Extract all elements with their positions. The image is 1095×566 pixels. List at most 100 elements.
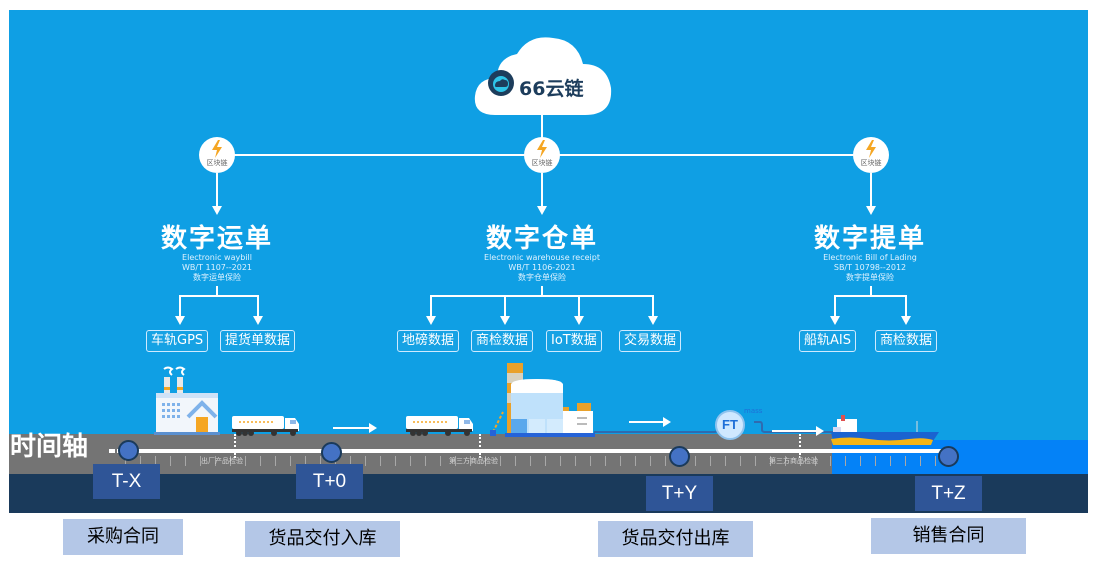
waybill-insurance: 数字运单保险 xyxy=(193,273,241,282)
ruler-tick xyxy=(395,456,396,466)
arrow-down-icon xyxy=(648,316,658,325)
timeline-line xyxy=(117,449,952,453)
connector-line xyxy=(652,295,654,317)
ruler-tick xyxy=(560,456,561,466)
ruler-tick xyxy=(740,456,741,466)
warehouse-receipt-insurance: 数字仓单保险 xyxy=(518,273,566,282)
ruler-tick xyxy=(575,456,576,466)
ruler-tick xyxy=(665,456,666,466)
bill-of-lading-subtitle: Electronic Bill of Lading xyxy=(823,253,917,262)
arrow-right-icon xyxy=(629,417,671,427)
inspection-label: 第三方商品检验 xyxy=(769,457,818,465)
data-tag: 地磅数据 xyxy=(397,330,460,352)
connector-line xyxy=(216,173,218,208)
time-point-label: T+0 xyxy=(296,464,363,499)
connector-line xyxy=(179,295,259,297)
data-tag: 商检数据 xyxy=(875,330,938,352)
ruler-tick xyxy=(920,456,921,466)
contract-label: 采购合同 xyxy=(63,519,183,555)
connector-line xyxy=(870,286,872,295)
connector-line xyxy=(430,295,432,317)
arrow-right-icon xyxy=(333,423,377,433)
ruler-tick xyxy=(725,456,726,466)
ruler-tick xyxy=(350,456,351,466)
arrow-down-icon xyxy=(830,316,840,325)
ruler-tick xyxy=(125,456,126,466)
arrow-down-icon xyxy=(253,316,263,325)
timeline-start xyxy=(109,449,115,453)
ruler-tick xyxy=(875,456,876,466)
ruler-tick xyxy=(620,456,621,466)
ruler-tick xyxy=(290,456,291,466)
inspection-marker xyxy=(799,434,801,458)
data-tag: 车轨GPS xyxy=(146,330,209,352)
waybill-subtitle: Electronic waybill xyxy=(182,253,252,262)
ruler-tick xyxy=(440,456,441,466)
ruler-tick xyxy=(860,456,861,466)
ruler-tick xyxy=(845,456,846,466)
lightning-bolt-icon xyxy=(866,140,876,158)
ruler-tick xyxy=(770,456,771,466)
ruler-tick xyxy=(455,456,456,466)
barrier-gate-icon xyxy=(490,411,504,436)
connector-line xyxy=(257,295,259,317)
ruler-tick xyxy=(545,456,546,466)
timeline-point[interactable] xyxy=(321,442,342,463)
ruler-tick xyxy=(410,456,411,466)
ruler-tick xyxy=(530,456,531,466)
connector-line xyxy=(870,173,872,208)
ruler-tick xyxy=(785,456,786,466)
waybill-title: 数字运单 xyxy=(160,224,273,254)
ruler-tick xyxy=(695,456,696,466)
timeline-point[interactable] xyxy=(938,446,959,467)
ruler-tick xyxy=(380,456,381,466)
ruler-tick xyxy=(815,456,816,466)
ruler-tick xyxy=(500,456,501,466)
timeline-point[interactable] xyxy=(669,446,690,467)
connector-line xyxy=(216,286,218,295)
blockchain-node: 区块链 xyxy=(199,137,235,173)
supply-chain-diagram: 66云链 区块链 区块链 区块链 数字运单 Electronic waybill… xyxy=(9,10,1088,513)
blockchain-label: 区块链 xyxy=(860,159,882,167)
ruler-tick xyxy=(650,456,651,466)
inspection-label: 出厂产品检验 xyxy=(201,457,243,465)
ruler-tick xyxy=(170,456,171,466)
ruler-tick xyxy=(590,456,591,466)
arrow-down-icon xyxy=(537,206,547,215)
ruler-tick xyxy=(245,456,246,466)
data-tag: 提货单数据 xyxy=(220,330,296,352)
flowmeter-caption: mass xyxy=(744,407,763,415)
tanker-truck-icon xyxy=(406,416,473,436)
inspection-marker xyxy=(479,434,481,458)
ruler-tick xyxy=(140,456,141,466)
ruler-tick xyxy=(935,456,936,466)
timeline-point[interactable] xyxy=(118,440,139,461)
ruler-tick xyxy=(905,456,906,466)
ruler-tick xyxy=(305,456,306,466)
arrow-down-icon xyxy=(574,316,584,325)
ruler-tick xyxy=(830,456,831,466)
arrow-down-icon xyxy=(500,316,510,325)
time-point-label: T-X xyxy=(93,464,160,499)
inspection-label: 第三方商品检验 xyxy=(449,457,498,465)
connector-line xyxy=(834,295,907,297)
data-tag: 船轨AIS xyxy=(799,330,856,352)
ruler-tick xyxy=(470,456,471,466)
ruler-tick xyxy=(800,456,801,466)
ruler-tick xyxy=(605,456,606,466)
flowmeter-icon: FT xyxy=(715,410,745,440)
connector-line xyxy=(834,295,836,317)
connector-line xyxy=(541,113,543,138)
arrow-down-icon xyxy=(901,316,911,325)
connector-line xyxy=(504,295,506,317)
blockchain-node: 区块链 xyxy=(524,137,560,173)
waybill-standard: WB/T 1107--2021 xyxy=(181,263,252,272)
ruler-tick xyxy=(710,456,711,466)
data-tag: 商检数据 xyxy=(471,330,534,352)
factory-icon xyxy=(154,366,220,435)
ruler-tick xyxy=(635,456,636,466)
ruler-tick xyxy=(320,456,321,466)
ruler-tick xyxy=(425,456,426,466)
bill-of-lading-insurance: 数字提单保险 xyxy=(846,273,894,282)
data-tag: 交易数据 xyxy=(619,330,682,352)
